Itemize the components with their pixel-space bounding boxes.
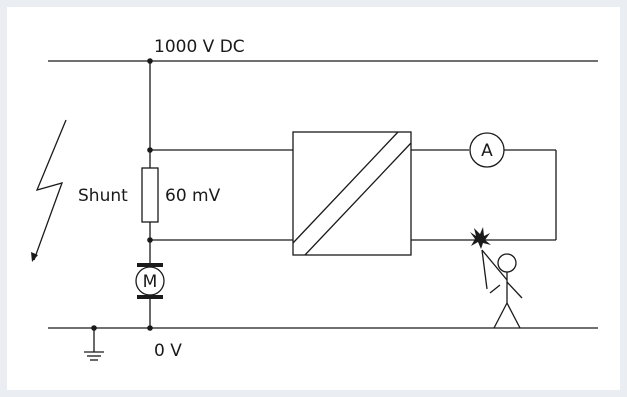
diagram-panel bbox=[7, 7, 620, 390]
ground-icon bbox=[84, 325, 104, 361]
shunt-label: Shunt bbox=[78, 186, 128, 206]
ammeter-label: A bbox=[481, 141, 493, 161]
junction-dot bbox=[147, 325, 153, 331]
bottom-rail-label: 0 V bbox=[154, 341, 182, 361]
shunt-voltage-label: 60 mV bbox=[165, 186, 221, 206]
spark-icon bbox=[470, 227, 491, 249]
shunt-resistor bbox=[141, 167, 159, 223]
converter-diagonal-1 bbox=[292, 131, 399, 244]
motor-label: M bbox=[143, 272, 158, 292]
motor-symbol: M bbox=[135, 263, 165, 299]
measuring-converter-box bbox=[292, 131, 412, 256]
converter-diagonal-2 bbox=[304, 142, 412, 256]
top-rail-label: 1000 V DC bbox=[154, 37, 245, 57]
junction-dot bbox=[147, 58, 153, 64]
lightning-arrowhead bbox=[31, 252, 38, 262]
motor-circle bbox=[135, 266, 165, 296]
person-icon bbox=[481, 249, 523, 329]
lightning-icon bbox=[33, 119, 67, 261]
